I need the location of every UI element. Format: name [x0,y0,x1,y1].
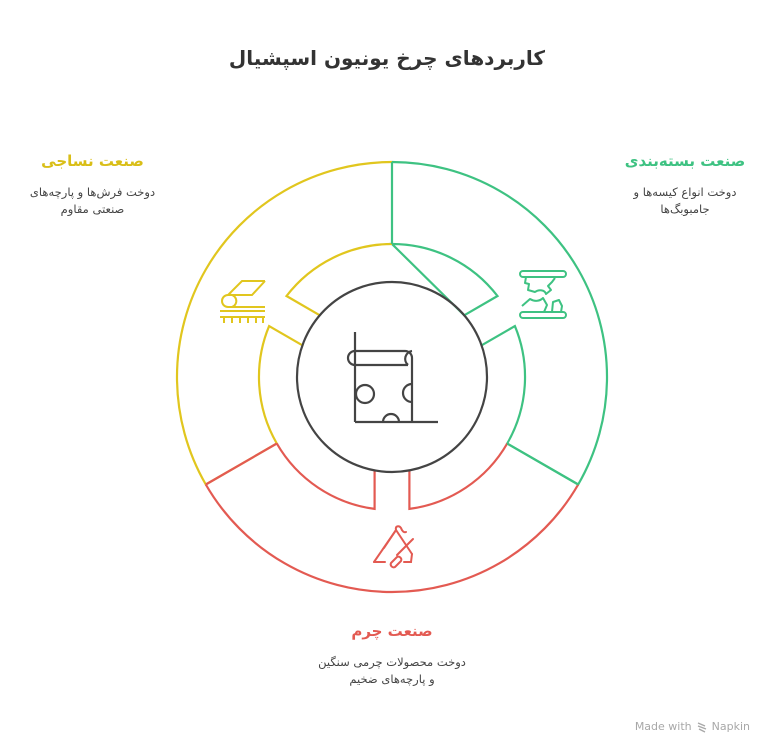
napkin-logo-icon [697,721,706,733]
center-hub[interactable] [295,280,489,474]
segment-leather-label: صنعت چرم دوخت محصولات چرمی سنگین و پارچه… [290,622,494,688]
segment-textile-description: دوخت فرش‌ها و پارچه‌های صنعتی مقاوم [10,184,175,218]
description-line: صنعتی مقاوم [60,202,125,216]
segment-packaging-label: صنعت بسته‌بندی دوخت انواع کیسه‌ها و جامب… [610,152,760,218]
segment-packaging[interactable] [389,160,609,487]
segment-textile-heading: صنعت نساجی [41,152,144,170]
triangle-tool-icon [373,525,414,569]
train-textile-icon [220,280,266,323]
segment-textile[interactable] [175,160,393,487]
divider-lower-left [205,442,278,486]
press-pack-icon [519,270,567,319]
description-line: دوخت محصولات چرمی سنگین [318,655,466,669]
segment-textile-label: صنعت نساجی دوخت فرش‌ها و پارچه‌های صنعتی… [10,152,175,218]
page-title: کاربردهای چرخ یونیون اسپشیال [228,46,546,70]
sewing-machine-icon [346,332,438,424]
napkin-attribution[interactable]: Made with Napkin [635,720,750,733]
segment-leather-description: دوخت محصولات چرمی سنگین و پارچه‌های ضخیم [290,654,494,688]
description-line: و پارچه‌های ضخیم [349,672,435,686]
description-line: دوخت انواع کیسه‌ها و [633,185,737,199]
segment-leather-heading: صنعت چرم [351,622,433,640]
segment-packaging-description: دوخت انواع کیسه‌ها و جامبوبگ‌ها [610,184,760,218]
segment-packaging-heading: صنعت بسته‌بندی [624,152,746,170]
footer-brand: Napkin [711,720,750,733]
description-line: جامبوبگ‌ها [660,202,710,216]
description-line: دوخت فرش‌ها و پارچه‌های [29,185,156,199]
segment-leather[interactable] [204,442,580,594]
divider-lower-right [506,442,579,486]
footer-prefix: Made with [634,720,692,733]
